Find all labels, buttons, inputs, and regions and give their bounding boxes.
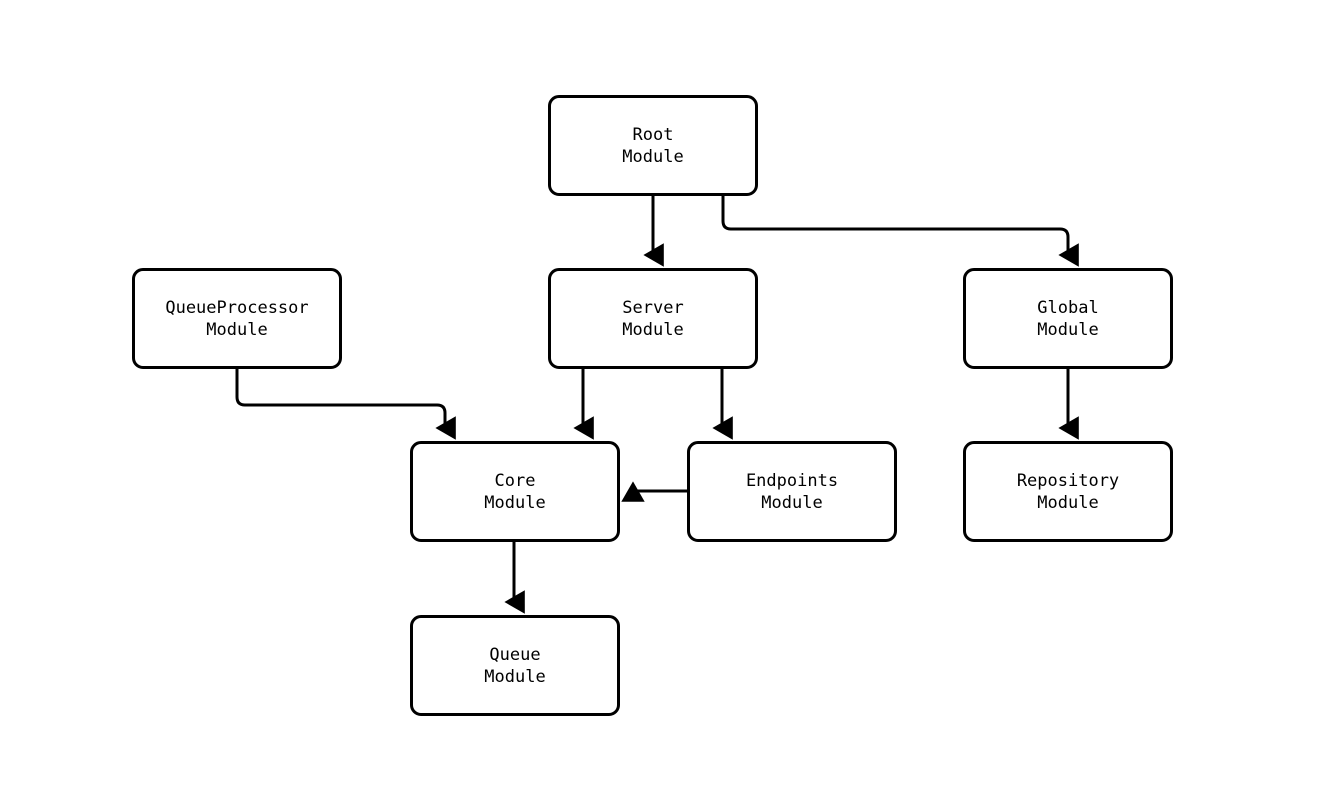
node-server-module-label: Server Module xyxy=(622,297,684,340)
node-core-module-label: Core Module xyxy=(484,470,546,513)
node-queueprocessor-module[interactable]: QueueProcessor Module xyxy=(132,268,342,369)
edge-root-to-global xyxy=(721,196,1079,267)
node-root-module-label: Root Module xyxy=(622,124,684,167)
node-root-module[interactable]: Root Module xyxy=(548,95,758,196)
node-global-module-label: Global Module xyxy=(1037,297,1099,340)
node-queueprocessor-module-label: QueueProcessor Module xyxy=(165,297,309,340)
node-queue-module[interactable]: Queue Module xyxy=(410,615,620,716)
node-core-module[interactable]: Core Module xyxy=(410,441,620,542)
node-endpoints-module-label: Endpoints Module xyxy=(745,470,839,513)
node-endpoints-module[interactable]: Endpoints Module xyxy=(687,441,897,542)
node-server-module[interactable]: Server Module xyxy=(548,268,758,369)
edge-queueprocessor-to-core xyxy=(235,369,456,440)
node-queue-module-label: Queue Module xyxy=(484,644,546,687)
node-global-module[interactable]: Global Module xyxy=(963,268,1173,369)
node-repository-module[interactable]: Repository Module xyxy=(963,441,1173,542)
node-repository-module-label: Repository Module xyxy=(1016,470,1120,513)
